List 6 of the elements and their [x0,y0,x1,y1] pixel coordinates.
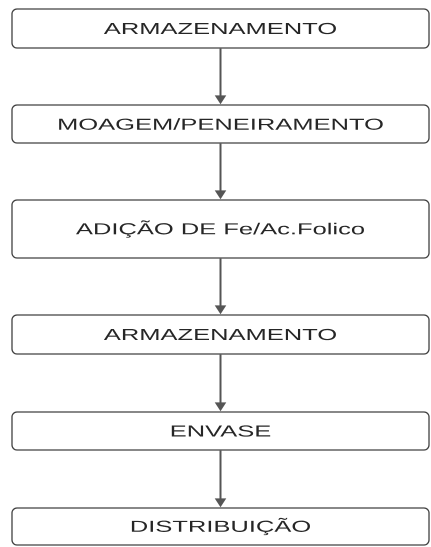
process-box: DISTRIBUIÇÃO [11,507,430,546]
process-box: ARMAZENAMENTO [11,8,430,49]
process-box: MOAGEM/PENEIRAMENTO [11,104,430,144]
process-box: ENVASE [11,411,430,451]
process-box: ARMAZENAMENTO [11,314,430,355]
process-box: ADIÇÃO DE Fe/Ac.Folico [11,199,430,259]
